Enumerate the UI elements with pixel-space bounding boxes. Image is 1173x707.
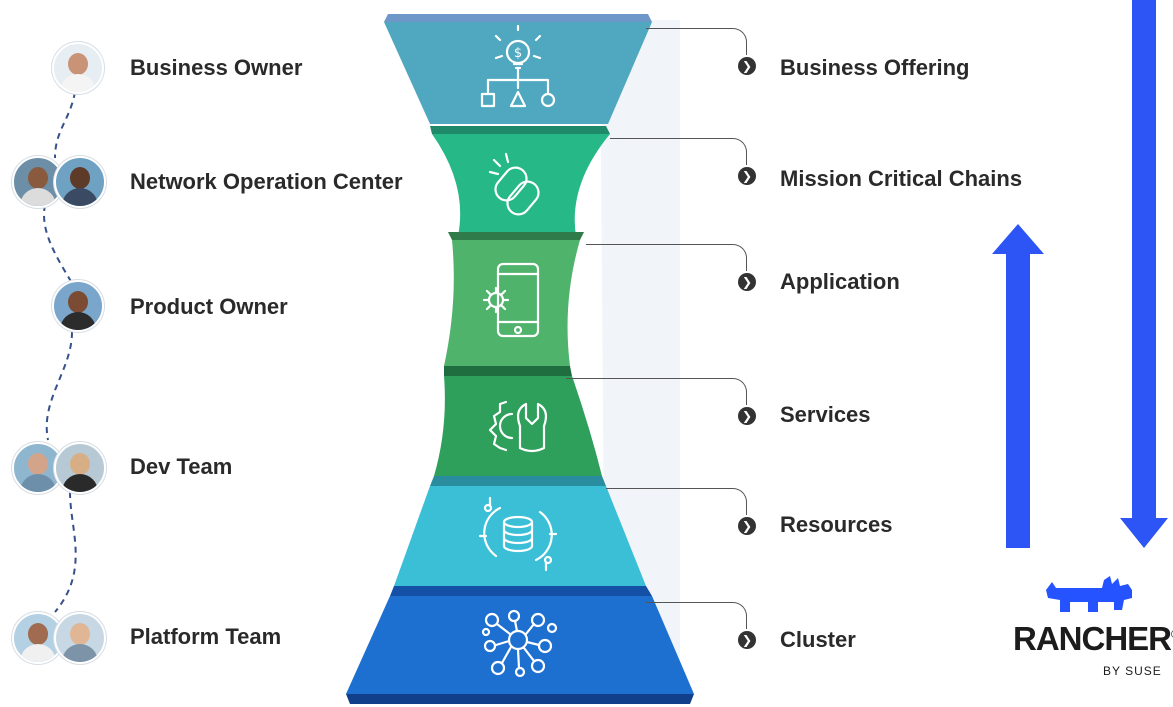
connector-cluster: [646, 602, 747, 629]
bullet-icon: ❯: [738, 631, 756, 649]
layer-label-application: Application: [780, 269, 900, 294]
avatar-noc-2: [54, 156, 106, 208]
connector-resources: [606, 488, 747, 515]
svg-text:$: $: [514, 46, 522, 61]
bullet-icon: ❯: [738, 57, 756, 75]
avatar-platform-1: [12, 612, 64, 664]
connector-mission-critical-chains: [610, 138, 747, 165]
chain-link-icon: [488, 152, 540, 216]
layer-services: [434, 366, 602, 476]
rancher-by-suse: BY SUSE: [1103, 664, 1162, 678]
layer-stack: $: [346, 14, 694, 704]
bullet-icon: ❯: [738, 407, 756, 425]
mobile-gear-icon: [482, 262, 540, 338]
business-flow-icon: $: [480, 24, 556, 108]
role-label-business-owner: Business Owner: [130, 55, 303, 80]
arrow-down-icon: [1120, 0, 1168, 548]
connector-services: [566, 378, 747, 405]
layer-label-services: Services: [780, 402, 871, 427]
rancher-cow-logo-icon: [1046, 576, 1132, 612]
layer-mission-critical-chains: [430, 126, 610, 236]
layer-label-resources: Resources: [780, 512, 893, 537]
database-circuit-icon: [478, 496, 558, 572]
bullet-icon: ❯: [738, 273, 756, 291]
avatar-platform-2: [54, 612, 106, 664]
layer-label-business-offering: Business Offering: [780, 55, 970, 80]
layer-label-cluster: Cluster: [780, 627, 856, 652]
connector-application: [586, 244, 747, 271]
avatar-business-owner: [52, 42, 104, 94]
bullet-icon: ❯: [738, 167, 756, 185]
role-label-dev-team: Dev Team: [130, 454, 233, 479]
bullet-icon: ❯: [738, 517, 756, 535]
gear-wrench-icon: [488, 400, 548, 453]
avatar-product-owner: [52, 280, 104, 332]
network-nodes-icon: [481, 609, 558, 678]
role-path: [43, 91, 77, 613]
rancher-wordmark: RANCHER®: [1013, 620, 1173, 657]
role-label-product-owner: Product Owner: [130, 294, 288, 319]
layer-label-mission-critical-chains: Mission Critical Chains: [780, 166, 1023, 191]
layer-application: [444, 232, 584, 366]
connector-business-offering: [646, 28, 747, 55]
avatar-dev-2: [54, 442, 106, 494]
role-label-platform-team: Platform Team: [130, 624, 282, 649]
layer-cluster: [346, 586, 694, 704]
arrow-up-icon: [992, 224, 1044, 548]
role-label-network-operation-center: Network Operation Center: [130, 169, 403, 194]
flow-arrows: [992, 0, 1168, 548]
